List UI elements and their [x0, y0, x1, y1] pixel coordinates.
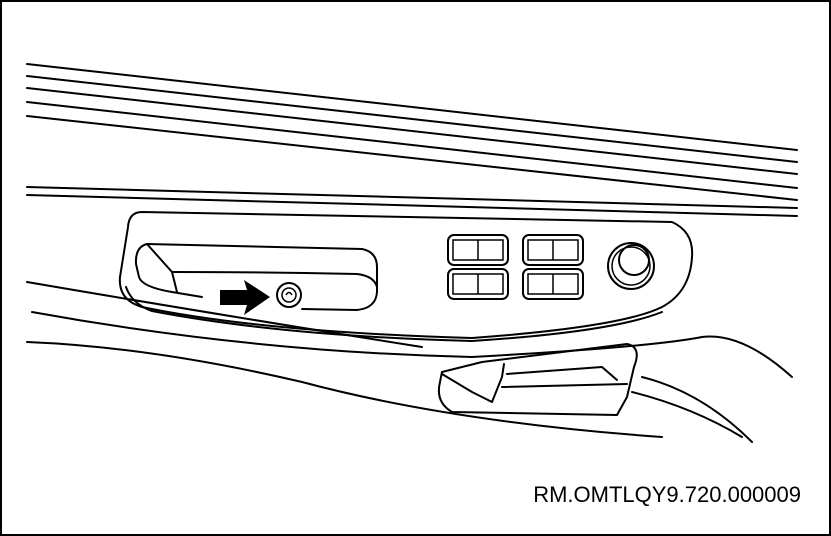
window-trim-lines	[26, 63, 798, 217]
inner-door-handle	[437, 343, 638, 416]
window-switch-rear-right	[522, 268, 584, 300]
release-screw	[276, 282, 302, 308]
window-switches	[447, 234, 584, 300]
window-switch-rear-left	[447, 268, 509, 300]
arrow-indicator-icon	[220, 280, 270, 315]
door-pull-recess	[134, 243, 378, 311]
lock-knob	[607, 242, 655, 290]
switch-panel	[118, 211, 694, 342]
window-switch-front-left	[447, 234, 509, 266]
window-switch-front-right	[522, 234, 584, 266]
reference-code: RM.OMTLQY9.720.000009	[533, 482, 801, 507]
armrest-contours	[26, 281, 793, 443]
